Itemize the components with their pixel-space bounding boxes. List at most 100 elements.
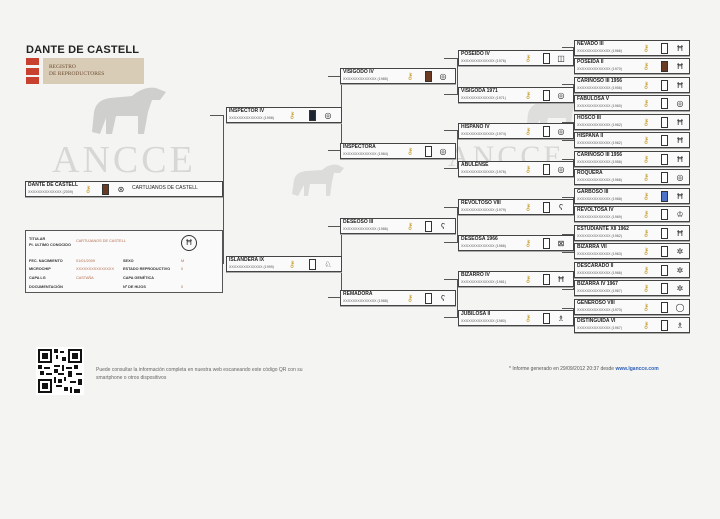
horse-card-g4-4[interactable]: FABULOSA V XXXXXXXXXXXXXX (1960) ⚷ ◎ (574, 95, 690, 111)
chip-label: MICROCHIP (29, 267, 51, 271)
qr-code[interactable] (36, 347, 84, 395)
horse-name: BIZARRA IV 1967 (577, 281, 618, 287)
horse-card-dsd[interactable]: DESEOSA 1966 XXXXXXXXXXXXXX (1966) ⚷ ⊠ (458, 235, 574, 251)
generated-text: * Informe generado en 29/09/2012 20:37 d… (509, 366, 615, 372)
coat-color-icon (659, 227, 669, 239)
horse-name: VISIGODO IV (343, 69, 374, 75)
horse-code: XXXXXXXXXXXXXX (1970) (577, 67, 622, 71)
coat-color-icon (659, 208, 669, 220)
horse-name: DESEOSO III (343, 219, 374, 225)
key-icon: ⚷ (642, 117, 650, 127)
brand-icon: Ħ (677, 61, 683, 71)
horse-card-subject[interactable]: DANTE DE CASTELL XXXXXXXXXXXXXX (2009) ⚷… (25, 181, 223, 197)
sex-label: SEXO (123, 259, 134, 263)
horse-code: XXXXXXXXXXXXXX (1988) (343, 299, 388, 303)
horse-card-sd[interactable]: INSPECTORA XXXXXXXXXXXXXX (1984) ⚷ ◎ (340, 143, 456, 159)
coat-color-icon (659, 79, 669, 91)
coat-color-icon (307, 109, 317, 121)
sex-value: M (181, 259, 185, 263)
horse-card-g4-7[interactable]: CARIÑOSO III 1956 XXXXXXXXXXXXXX (1956) … (574, 151, 690, 167)
connector-sd (444, 130, 458, 169)
key-icon: ⚷ (524, 202, 532, 212)
horse-card-ssd[interactable]: VISIGODA 1971 XXXXXXXXXXXXXX (1971) ⚷ ◎ (458, 87, 574, 103)
horse-name: GARBOSO III (577, 189, 609, 195)
horse-card-g4-12[interactable]: BIZARRA VII XXXXXXXXXXXXXX (1963) ⚷ ✲ (574, 243, 690, 259)
brand-icon: Ħ (677, 117, 683, 127)
horse-name: POSEIDA II (577, 59, 604, 65)
horse-card-sds[interactable]: HISPANO IV XXXXXXXXXXXXXX (1974) ⚷ ◎ (458, 123, 574, 139)
brand-icon: ♔ (676, 209, 684, 219)
coat-color-icon (659, 319, 669, 331)
brand-icon: Ħ (677, 191, 683, 201)
horse-card-ss[interactable]: VISIGODO IV XXXXXXXXXXXXXX (1985) ⚷ ◎ (340, 68, 456, 84)
horse-card-ds[interactable]: DESEOSO III XXXXXXXXXXXXXX (1986) ⚷ ʕ (340, 218, 456, 234)
brand-icon: ◫ (557, 53, 565, 63)
horse-watermark-icon (92, 87, 166, 134)
brand-icon: ◎ (676, 172, 684, 182)
site-link[interactable]: www.lgancce.com (615, 366, 659, 372)
horse-code: XXXXXXXXXXXXXX (1984) (343, 152, 388, 156)
horse-name: CARIÑOSO III 1956 (577, 152, 623, 158)
key-icon: ⚷ (642, 154, 650, 164)
horse-code: XXXXXXXXXXXXXX (1962) (577, 123, 622, 127)
horse-code: XXXXXXXXXXXXXX (1986) (343, 227, 388, 231)
horse-card-dss[interactable]: REVOLTOSO VIII XXXXXXXXXXXXXX (1979) ⚷ ʕ (458, 199, 574, 215)
horse-card-g4-5[interactable]: HOSCO III XXXXXXXXXXXXXX (1962) ⚷ Ħ (574, 114, 690, 130)
brand-icon: ʕ (441, 221, 445, 231)
horse-card-dam[interactable]: ISLANDERA IX XXXXXXXXXXXXXX (1999) ⚷ ♘ (226, 256, 342, 272)
brand-icon: ◯ (675, 302, 685, 312)
horse-card-g4-11[interactable]: ESTUDIANTE XII 1962 XXXXXXXXXXXXXX (1962… (574, 225, 690, 241)
horse-code: XXXXXXXXXXXXXX (1956) (577, 160, 622, 164)
horse-code: XXXXXXXXXXXXXX (1966) (577, 178, 622, 182)
horse-card-g4-9[interactable]: GARBOSO III XXXXXXXXXXXXXX (1968) ⚷ Ħ (574, 188, 690, 204)
coat-value: CASTAÑA (76, 276, 94, 280)
horse-card-g4-13[interactable]: DESCARADO II XXXXXXXXXXXXXX (1966) ⚷ ✲ (574, 262, 690, 278)
horse-card-dd[interactable]: REMADORA XXXXXXXXXXXXXX (1988) ⚷ ʕ (340, 290, 456, 306)
brand-icon: ʕ (441, 293, 445, 303)
horse-card-g4-3[interactable]: CARIÑOSO III 1956 XXXXXXXXXXXXXX (1956) … (574, 77, 690, 93)
horse-name: POSEIDO IV (461, 51, 490, 57)
key-icon: ⚷ (524, 313, 532, 323)
brand-icon: Ħ (677, 154, 683, 164)
horse-code: XXXXXXXXXXXXXX (1963) (577, 252, 622, 256)
repro-label: ESTADO REPRODUCTIVO (123, 267, 171, 271)
connector-dd (444, 279, 458, 318)
horse-card-g4-15[interactable]: GENEROSO VIII XXXXXXXXXXXXXX (1970) ⚷ ◯ (574, 299, 690, 315)
key-icon: ⚷ (406, 146, 414, 156)
horse-card-g4-6[interactable]: HISPANA II XXXXXXXXXXXXXX (1962) ⚷ Ħ (574, 132, 690, 148)
horse-card-g4-10[interactable]: REVOLTOSA IV XXXXXXXXXXXXXX (1969) ⚷ ♔ (574, 206, 690, 222)
brand-icon: ◎ (439, 146, 447, 156)
coat-color-icon (541, 125, 551, 137)
horse-name: GENEROSO VIII (577, 300, 615, 306)
horse-card-sire[interactable]: INSPECTOR IV XXXXXXXXXXXXXX (1998) ⚷ ◎ (226, 107, 342, 123)
horse-card-g4-8[interactable]: ROQUERA XXXXXXXXXXXXXX (1966) ⚷ ◎ (574, 169, 690, 185)
brand-icon: ʕ (559, 202, 563, 212)
brand-icon: ◎ (557, 164, 565, 174)
horse-card-sdd[interactable]: ABULENSE XXXXXXXXXXXXXX (1976) ⚷ ◎ (458, 161, 574, 177)
chip-value: XXXXXXXXXXXXXXX (76, 267, 114, 271)
horse-card-dds[interactable]: BIZARRO IV XXXXXXXXXXXXXX (1981) ⚷ Ħ (458, 271, 574, 287)
offspring-label: Nº DE HIJOS (123, 285, 146, 289)
horse-card-sss[interactable]: POSEIDO IV XXXXXXXXXXXXXX (1976) ⚷ ◫ (458, 50, 574, 66)
coat-label: CAPA LG (29, 276, 46, 280)
brand-icon: ◎ (557, 126, 565, 136)
horse-name: DESCARADO II (577, 263, 614, 269)
horse-code: XXXXXXXXXXXXXX (1971) (461, 96, 506, 100)
horse-card-g4-2[interactable]: POSEIDA II XXXXXXXXXXXXXX (1970) ⚷ Ħ (574, 58, 690, 74)
coat-color-icon (307, 258, 317, 270)
coat-color-icon (659, 171, 669, 183)
horse-name: ABULENSE (461, 162, 489, 168)
key-icon: ⚷ (642, 61, 650, 71)
brand-icon: ◎ (557, 90, 565, 100)
key-icon: ⚷ (642, 302, 650, 312)
horse-code: XXXXXXXXXXXXXX (1966) (577, 49, 622, 53)
horse-card-ddd[interactable]: JUBILOSA II XXXXXXXXXXXXXX (1980) ⚷ ♗ (458, 310, 574, 326)
coat-color-icon (100, 183, 110, 195)
horse-card-g4-1[interactable]: NEVADO III XXXXXXXXXXXXXX (1966) ⚷ Ħ (574, 40, 690, 56)
horse-name: CARIÑOSO III 1956 (577, 78, 623, 84)
horse-card-g4-16[interactable]: DISTINGUIDA VI XXXXXXXXXXXXXX (1967) ⚷ ♗ (574, 317, 690, 333)
horse-card-g4-14[interactable]: BIZARRA IV 1967 XXXXXXXXXXXXXX (1967) ⚷ … (574, 280, 690, 296)
docs-label: DOCUMENTACIÓN (29, 285, 63, 289)
horse-name: JUBILOSA II (461, 311, 491, 317)
horse-info-panel: TITULAR PI. ULTIMO CONOCIDO CARTUJANOS D… (25, 230, 223, 293)
